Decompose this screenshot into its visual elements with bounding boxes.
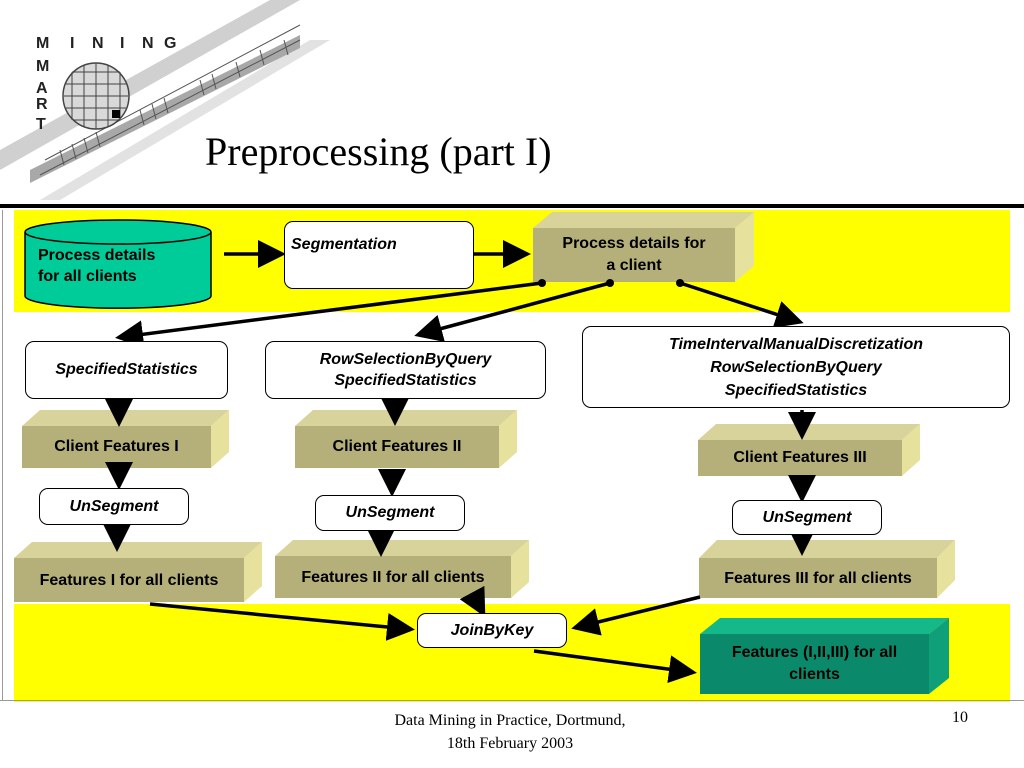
unsegment-3-label: UnSegment	[762, 508, 852, 526]
client-table-line1: Process details for	[562, 235, 706, 252]
client-features-1-3d	[22, 410, 229, 468]
unsegment-3[interactable]: UnSegment	[732, 500, 882, 535]
logo-letter: I	[120, 35, 125, 52]
database-cylinder	[24, 219, 212, 309]
join-by-key-label: JoinByKey	[450, 621, 534, 639]
branch2-op-line2: SpecifiedStatistics	[334, 372, 477, 389]
db-label: Process details for all clients	[38, 245, 155, 287]
segmentation-operator[interactable]: Segmentation	[284, 221, 474, 289]
unsegment-1-label: UnSegment	[69, 497, 159, 515]
bottom-frame-line	[0, 700, 1024, 701]
logo-letter: T	[36, 116, 46, 133]
logo-letter: I	[70, 35, 75, 52]
unsegment-2[interactable]: UnSegment	[315, 495, 465, 531]
logo-letter: A	[36, 80, 48, 97]
client-table-line2: a client	[606, 257, 662, 274]
segmentation-label: Segmentation	[291, 236, 397, 253]
logo-letter: M	[36, 58, 50, 75]
left-frame-line	[2, 210, 3, 700]
result-line1: Features (I,II,III) for all	[731, 644, 898, 661]
logo-letter: R	[36, 96, 48, 113]
slide-title: Preprocessing (part I)	[205, 129, 552, 174]
arrow-origin-dots	[538, 279, 684, 287]
title-rule	[0, 204, 1024, 208]
branch3-op-line3: SpecifiedStatistics	[724, 381, 868, 399]
mining-mart-logo: M I N I N G M A R T	[0, 0, 360, 200]
result-line2: clients	[789, 666, 840, 683]
unsegment-1[interactable]: UnSegment	[39, 488, 189, 525]
db-label-line2: for all clients	[38, 268, 137, 285]
branch3-operator[interactable]: TimeIntervalManualDiscretization RowSele…	[582, 326, 1010, 408]
arrows	[103, 240, 816, 684]
logo-letter: N	[142, 35, 154, 52]
logo-letter: G	[164, 35, 177, 52]
branch1-op-label: SpecifiedStatistics	[55, 361, 198, 378]
join-by-key-operator[interactable]: JoinByKey	[417, 613, 567, 648]
branch3-op-line1: TimeIntervalManualDiscretization	[669, 335, 923, 353]
page-number: 10	[952, 709, 968, 726]
client-features-2-label: Client Features II	[332, 438, 462, 455]
features-3-all-label: Features III for all clients	[724, 570, 912, 587]
footer-text: Data Mining in Practice, Dortmund, 18th …	[330, 709, 690, 755]
branch2-op-line1: RowSelectionByQuery	[319, 351, 492, 368]
branch1-operator[interactable]: SpecifiedStatistics	[25, 341, 228, 399]
features-2-all-3d	[275, 540, 529, 598]
result-label: Features (I,II,III) for all clients	[700, 642, 929, 686]
result-features-3d	[700, 618, 949, 694]
branch3-op-line2: RowSelectionByQuery	[710, 358, 882, 376]
client-table-3d	[533, 212, 754, 282]
logo-graphic	[0, 0, 330, 200]
client-features-3-label: Client Features III	[733, 449, 867, 466]
footer-line2: 18th February 2003	[446, 735, 574, 752]
features-1-all-3d	[14, 542, 262, 602]
db-label-line1: Process details	[38, 247, 156, 264]
branch2-operator[interactable]: RowSelectionByQuery SpecifiedStatistics	[265, 341, 546, 399]
logo-letter: M	[36, 35, 50, 52]
footer-line1: Data Mining in Practice, Dortmund,	[394, 712, 626, 729]
client-features-1-label: Client Features I	[54, 438, 179, 455]
features-1-all-label: Features I for all clients	[39, 572, 219, 589]
unsegment-2-label: UnSegment	[345, 504, 435, 521]
client-table-label: Process details for a client	[533, 233, 735, 277]
logo-letter: N	[92, 35, 104, 52]
features-2-all-label: Features II for all clients	[301, 569, 485, 586]
features-3-all-3d	[699, 540, 955, 598]
